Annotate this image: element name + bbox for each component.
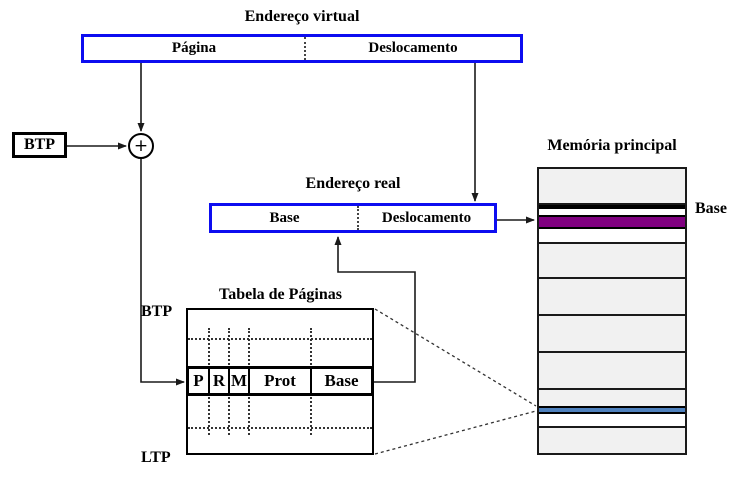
memory-frame-row <box>539 414 685 428</box>
memory-frame-row <box>539 428 685 453</box>
memory-frame-row <box>539 169 685 205</box>
ltp-pointer-label: LTP <box>141 449 171 466</box>
table-grid-line <box>228 397 230 435</box>
page-table-entry-row: P R M Prot Base <box>186 366 374 396</box>
memory-frame-row <box>539 209 685 215</box>
memory-frame-row <box>539 390 685 406</box>
entry-field-modified: M <box>230 369 250 393</box>
projection-line-top <box>374 308 537 407</box>
virtual-address-title: Endereço virtual <box>244 8 360 25</box>
arrow-adder-to-entry <box>140 159 185 386</box>
table-grid-line <box>248 328 250 368</box>
page-table-title: Tabela de Páginas <box>219 286 342 303</box>
real-address-offset-field: Deslocamento <box>381 209 472 226</box>
entry-field-base: Base <box>312 369 371 393</box>
arrow-entry-to-real <box>334 236 416 383</box>
memory-frame-row <box>539 229 685 244</box>
table-grid-line <box>208 328 210 368</box>
projection-line-bottom <box>374 410 537 455</box>
table-grid-line <box>188 427 372 429</box>
btp-register-box: BTP <box>12 132 67 158</box>
entry-field-present: P <box>189 369 210 393</box>
projected-frame-row <box>539 406 685 414</box>
entry-field-protection: Prot <box>250 369 312 393</box>
memory-frame-row <box>539 353 685 390</box>
table-grid-line <box>310 328 312 368</box>
base-frame-row <box>539 215 685 229</box>
adder-circle: + <box>128 133 154 159</box>
virtual-address-box: Página Deslocamento <box>81 34 523 63</box>
real-address-box: Base Deslocamento <box>209 203 497 233</box>
table-grid-line <box>228 328 230 368</box>
virtual-address-offset-field: Deslocamento <box>368 40 458 56</box>
real-address-title: Endereço real <box>305 175 401 192</box>
entry-field-referenced: R <box>210 369 230 393</box>
table-grid-line <box>248 397 250 435</box>
table-grid-line <box>208 397 210 435</box>
table-grid-line <box>310 397 312 435</box>
main-memory-title: Memória principal <box>547 137 677 154</box>
real-address-base-field: Base <box>212 206 359 230</box>
memory-divider-thick <box>539 205 685 209</box>
btp-pointer-label: BTP <box>141 303 173 320</box>
virtual-address-page-field: Página <box>84 37 306 60</box>
memory-frame-row <box>539 279 685 316</box>
main-memory-box <box>537 167 687 455</box>
memory-frame-row <box>539 316 685 353</box>
memory-base-label: Base <box>695 200 727 217</box>
memory-frame-row <box>539 244 685 279</box>
table-grid-line <box>188 338 372 340</box>
